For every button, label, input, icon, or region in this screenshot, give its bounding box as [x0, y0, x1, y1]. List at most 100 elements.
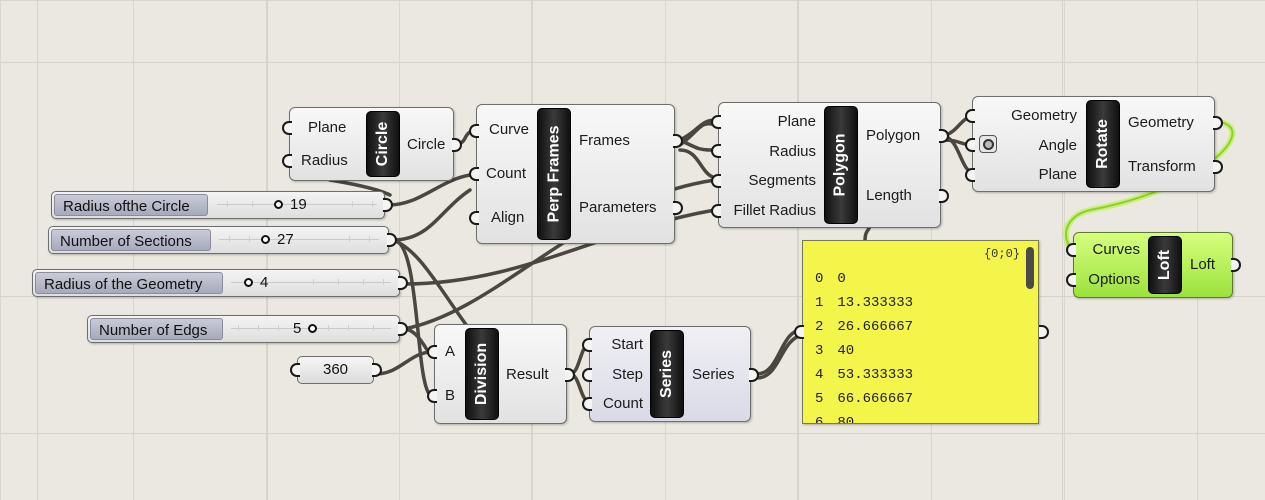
count-input-port[interactable] — [582, 397, 592, 411]
slider-knob-icon[interactable] — [308, 324, 317, 333]
radius-input-label: Radius — [769, 143, 816, 160]
slider-output-port[interactable] — [383, 198, 393, 212]
plane-input-port[interactable] — [965, 168, 975, 182]
segments-input-label: Segments — [748, 172, 816, 189]
options-input-label: Options — [1088, 271, 1140, 288]
plane-input-port[interactable] — [282, 121, 292, 135]
align-input-port[interactable] — [469, 211, 479, 225]
panel-input-port[interactable] — [290, 363, 300, 377]
options-input-port[interactable] — [1066, 273, 1076, 287]
angle-input-port[interactable] — [965, 138, 975, 152]
count-input-port[interactable] — [469, 167, 479, 181]
panel-output-port[interactable] — [372, 363, 382, 377]
circle-output-label: Circle — [407, 136, 446, 153]
number-of-sections-slider[interactable]: Number of Sections 27 — [48, 226, 397, 254]
radius-input-label: Radius — [301, 152, 348, 169]
division-nickname: Division — [465, 328, 499, 420]
list-item: 4 53.333333 — [815, 367, 914, 383]
plane-input-port[interactable] — [711, 115, 721, 129]
loft-component[interactable]: Curves Options Loft Loft — [1066, 232, 1241, 298]
geometry-input-port[interactable] — [965, 109, 975, 123]
list-item: 6 80 — [815, 415, 855, 424]
length-output-label: Length — [866, 187, 912, 204]
step-input-label: Step — [612, 366, 643, 383]
series-component[interactable]: Start Step Count Series Series — [582, 326, 759, 422]
start-input-port[interactable] — [582, 338, 592, 352]
geometry-output-port[interactable] — [1213, 116, 1223, 130]
slider-name-label: Radius ofthe Circle — [54, 194, 208, 216]
segments-input-port[interactable] — [711, 174, 721, 188]
curve-input-port[interactable] — [469, 124, 479, 138]
series-nickname: Series — [650, 330, 684, 418]
parameters-output-port[interactable] — [673, 201, 683, 215]
slider-name-label: Number of Sections — [51, 229, 211, 251]
transform-output-port[interactable] — [1213, 160, 1223, 174]
step-input-port[interactable] — [582, 368, 592, 382]
panel-scrollbar[interactable] — [1026, 247, 1034, 289]
list-item: 5 66.666667 — [815, 391, 914, 407]
slider-track[interactable] — [219, 239, 379, 240]
slider-output-port[interactable] — [398, 322, 408, 336]
geometry-input-label: Geometry — [1011, 107, 1077, 124]
slider-knob-icon[interactable] — [274, 200, 283, 209]
slider-value: 19 — [290, 196, 307, 213]
fillet-radius-input-port[interactable] — [711, 204, 721, 218]
polygon-nickname: Polygon — [824, 106, 858, 224]
angle-input-label: Angle — [1038, 137, 1077, 154]
transform-output-label: Transform — [1128, 158, 1196, 175]
loft-output-port[interactable] — [1231, 258, 1241, 272]
align-input-label: Align — [491, 209, 525, 226]
result-output-port[interactable] — [565, 368, 575, 382]
number-panel-360[interactable]: 360 — [290, 356, 382, 384]
count-input-label: Count — [486, 165, 527, 182]
a-input-label: A — [445, 343, 456, 360]
slider-track[interactable] — [217, 204, 377, 205]
length-output-port[interactable] — [939, 189, 949, 203]
list-item: 2 26.666667 — [815, 319, 914, 335]
polygon-output-port[interactable] — [939, 129, 949, 143]
plane-input-label: Plane — [1038, 166, 1077, 183]
slider-output-port[interactable] — [387, 233, 397, 247]
wire — [374, 350, 434, 376]
slider-track[interactable] — [231, 282, 391, 283]
slider-knob-icon[interactable] — [261, 235, 270, 244]
frames-output-port[interactable] — [673, 134, 683, 148]
number-of-edgs-slider[interactable]: Number of Edgs 5 — [87, 315, 408, 343]
circle-output-port[interactable] — [452, 138, 462, 152]
rotate-component[interactable]: Geometry Angle Plane Rotate Geometry Tra… — [965, 96, 1223, 192]
panel-input-port[interactable] — [794, 325, 804, 339]
angle-radians-toggle-icon[interactable] — [979, 135, 997, 153]
slider-knob-icon[interactable] — [244, 278, 253, 287]
frames-output-label: Frames — [579, 132, 630, 149]
panel-output-port[interactable] — [1039, 325, 1049, 339]
division-component[interactable]: A B Division Result — [427, 324, 575, 424]
slider-output-port[interactable] — [398, 276, 408, 290]
wire — [755, 333, 804, 380]
radius-input-port[interactable] — [282, 154, 292, 168]
list-item: 0 0 — [815, 271, 846, 287]
wire — [678, 148, 718, 180]
list-item: 3 40 — [815, 343, 855, 359]
rotate-nickname: Rotate — [1086, 100, 1120, 188]
slider-name-label: Radius of the Geometry — [35, 272, 223, 294]
series-output-panel[interactable]: {0;0} 0 0 1 13.333333 2 26.666667 3 40 4… — [802, 240, 1039, 424]
slider-value: 4 — [260, 274, 269, 291]
perp-frames-component[interactable]: Curve Count Align Perp Frames Frames Par… — [469, 104, 683, 244]
curve-input-label: Curve — [489, 121, 530, 138]
radius-of-geometry-slider[interactable]: Radius of the Geometry 4 — [32, 269, 408, 297]
a-input-port[interactable] — [427, 345, 437, 359]
curves-input-port[interactable] — [1066, 243, 1076, 257]
series-output-port[interactable] — [749, 368, 759, 382]
b-input-port[interactable] — [427, 389, 437, 403]
result-output-label: Result — [506, 366, 549, 383]
circle-component[interactable]: Plane Radius Circle Circle — [282, 107, 462, 181]
radius-of-circle-slider[interactable]: Radius ofthe Circle 19 — [51, 191, 393, 219]
panel-path-label: {0;0} — [983, 247, 1020, 261]
start-input-label: Start — [611, 336, 643, 353]
polygon-component[interactable]: Plane Radius Segments Fillet Radius Poly… — [711, 102, 949, 228]
loft-nickname: Loft — [1148, 236, 1182, 294]
number-panel-value: 360 — [322, 361, 349, 378]
radius-input-port[interactable] — [711, 144, 721, 158]
list-item: 1 13.333333 — [815, 295, 914, 311]
wire — [402, 327, 432, 356]
